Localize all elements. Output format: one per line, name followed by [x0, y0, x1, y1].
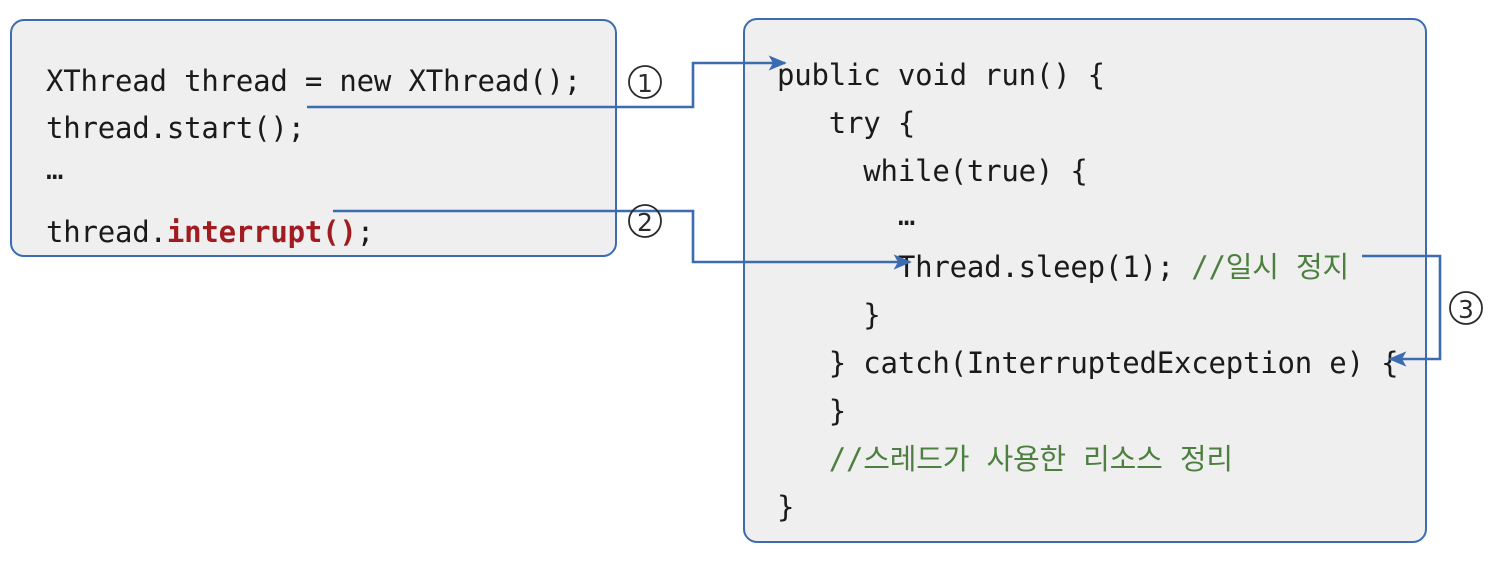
caller-code-block: XThread thread = new XThread(); thread.s…	[10, 19, 617, 257]
step-2-circle	[628, 204, 662, 238]
step-3-circle	[1449, 291, 1483, 325]
code-line-thread-sleep: Thread.sleep(1); //일시 정지	[777, 252, 1349, 282]
code-line-thread-start: thread.start();	[46, 111, 305, 145]
code-comment-cleanup: //스레드가 사용한 리소스 정리	[777, 442, 1233, 476]
code-line-catch: } catch(InterruptedException e) {	[777, 346, 1399, 380]
step-2-number: 2	[637, 208, 653, 237]
code-line-while-true: while(true) {	[777, 154, 1088, 188]
code-line-thread-interrupt: thread.interrupt();	[46, 217, 374, 247]
code-token-sleep-call: Thread.sleep(1);	[777, 250, 1192, 284]
code-token-semicolon: ;	[356, 215, 374, 249]
step-3-number: 3	[1458, 295, 1474, 324]
code-line-catch-close: }	[777, 394, 847, 428]
code-token-interrupt-call: interrupt()	[166, 215, 357, 249]
code-comment-pause: //일시 정지	[1191, 250, 1349, 284]
code-line-loop-ellipsis: …	[777, 198, 916, 232]
code-line-xthread-new: XThread thread = new XThread();	[46, 64, 582, 98]
code-line-ellipsis: …	[46, 152, 64, 186]
code-line-try-open: try {	[777, 106, 916, 140]
code-line-method-close: }	[777, 490, 795, 524]
code-line-while-close: }	[777, 298, 881, 332]
step-1-circle	[628, 65, 662, 99]
step-1-number: 1	[637, 69, 653, 98]
code-line-run-signature: public void run() {	[777, 58, 1105, 92]
code-token-thread-prefix: thread.	[46, 215, 167, 249]
thread-run-method-block: public void run() { try { while(true) { …	[743, 18, 1427, 543]
